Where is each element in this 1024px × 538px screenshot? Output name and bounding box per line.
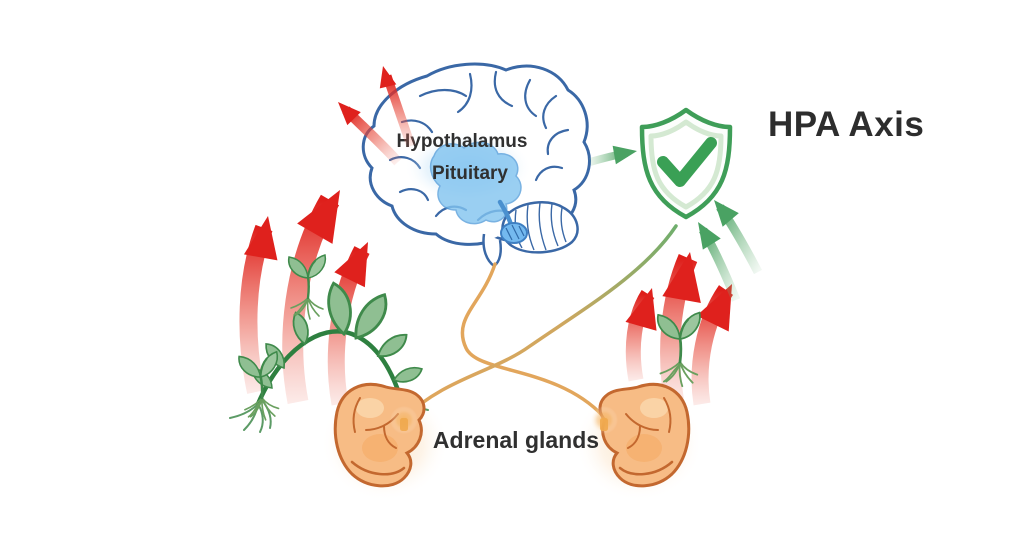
stress-arrow-head — [662, 248, 710, 303]
adrenal-gland-left — [333, 382, 426, 488]
hormone-glow-left — [390, 406, 418, 434]
stress-arrow-head — [374, 63, 397, 89]
brain-gyri — [388, 70, 570, 222]
shield-check-icon — [639, 107, 733, 220]
stress-arrows-brain — [331, 63, 416, 166]
pituitary-stripes — [505, 224, 525, 241]
pituitary-label: Pituitary — [432, 163, 508, 184]
pathway-brain-to-right-gland — [460, 262, 605, 418]
stress-arrow-head — [243, 213, 285, 261]
recovery-arrow-head — [612, 141, 639, 165]
brain-illustration: Hypothalamus Pituitary — [361, 62, 591, 268]
recovery-arrows — [588, 141, 762, 302]
adrenal-gland-right — [598, 382, 691, 488]
adrenal-glands-label: Adrenal glands — [433, 427, 599, 453]
hypothalamus-label: Hypothalamus — [397, 131, 528, 152]
pathway-left-gland-to-shield — [402, 224, 678, 420]
checkmark-icon — [657, 137, 717, 187]
page-title: HPA Axis — [768, 105, 924, 144]
